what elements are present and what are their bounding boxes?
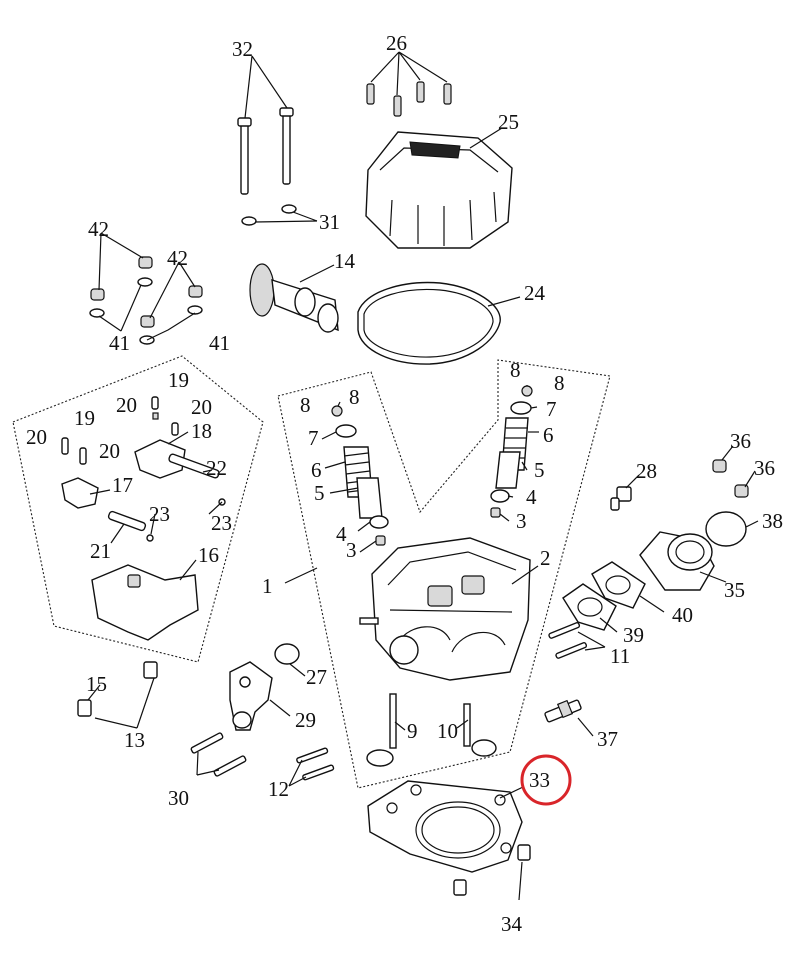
- label-36-bottom: 36: [754, 456, 775, 480]
- label-4-left: 4: [336, 522, 347, 546]
- label-13: 13: [124, 728, 145, 752]
- valves: [366, 693, 497, 767]
- label-24: 24: [524, 281, 546, 305]
- label-41-left: 41: [109, 331, 130, 355]
- label-36-top: 36: [730, 429, 751, 453]
- intake-gaskets: [562, 561, 646, 631]
- cylinder-head: [359, 537, 531, 681]
- label-30: 30: [168, 786, 189, 810]
- label-8-b: 8: [349, 385, 360, 409]
- valve-stack-right: [490, 385, 533, 518]
- label-28: 28: [636, 459, 657, 483]
- label-42-left: 42: [88, 217, 109, 241]
- label-14: 14: [334, 249, 356, 273]
- label-23-a: 23: [149, 502, 170, 526]
- label-16: 16: [198, 543, 219, 567]
- label-8-d: 8: [554, 371, 565, 395]
- rocker-arm-group-outline: [12, 355, 264, 663]
- thermostat-housing: [229, 661, 273, 731]
- part-labels: 32 26 25 31 14 24 42 42 41 41 19 20 20 1…: [26, 31, 783, 936]
- label-5-left: 5: [314, 481, 325, 505]
- label-3-left: 3: [346, 538, 357, 562]
- label-2: 2: [540, 546, 551, 570]
- label-29: 29: [295, 708, 316, 732]
- label-5-right: 5: [534, 458, 545, 482]
- rocker-arm-parts: [61, 396, 226, 641]
- label-39: 39: [623, 623, 644, 647]
- valve-group-outline: [277, 359, 611, 789]
- leader-lines: [87, 51, 759, 901]
- gasket-dowels: [453, 844, 531, 896]
- cylinder-head-gasket: [367, 780, 523, 873]
- intake-manifold: [639, 531, 715, 591]
- label-38: 38: [762, 509, 783, 533]
- cover-bolts: [366, 81, 452, 117]
- label-21: 21: [90, 539, 111, 563]
- label-20-b: 20: [191, 395, 212, 419]
- head-bolts: [237, 107, 294, 195]
- label-32: 32: [232, 37, 253, 61]
- label-17: 17: [112, 473, 133, 497]
- label-19-left: 19: [74, 406, 95, 430]
- label-8-a: 8: [300, 393, 311, 417]
- label-7-right: 7: [546, 397, 557, 421]
- label-25: 25: [498, 110, 519, 134]
- label-20-d: 20: [99, 439, 120, 463]
- label-27: 27: [306, 665, 327, 689]
- label-18: 18: [191, 419, 212, 443]
- label-31: 31: [319, 210, 340, 234]
- label-1: 1: [262, 574, 273, 598]
- label-41-right: 41: [209, 331, 230, 355]
- label-6-left: 6: [311, 458, 322, 482]
- label-34: 34: [501, 912, 523, 936]
- label-9: 9: [407, 719, 418, 743]
- label-8-c: 8: [510, 358, 521, 382]
- label-4-right: 4: [526, 485, 537, 509]
- label-35: 35: [724, 578, 745, 602]
- label-7-left: 7: [308, 426, 319, 450]
- label-12: 12: [268, 777, 289, 801]
- cover-gasket: [357, 281, 501, 365]
- flange-nuts: [712, 459, 749, 498]
- intake-clamp: [705, 511, 747, 547]
- label-19-top: 19: [168, 368, 189, 392]
- label-26: 26: [386, 31, 407, 55]
- valve-stack-left: [331, 405, 389, 546]
- spark-plug: [544, 699, 582, 723]
- temperature-sensor: [610, 486, 632, 511]
- washers: [241, 204, 297, 226]
- label-6-right: 6: [543, 423, 554, 447]
- cylinder-head-cover: [365, 131, 513, 249]
- dowel-pins: [77, 661, 158, 717]
- label-23-b: 23: [211, 511, 232, 535]
- label-20-c: 20: [26, 425, 47, 449]
- label-33: 33: [529, 768, 550, 792]
- label-42-right: 42: [167, 246, 188, 270]
- label-3-right: 3: [516, 509, 527, 533]
- studs-and-bolts: [190, 622, 588, 781]
- seal-ring: [274, 643, 300, 665]
- label-22: 22: [206, 456, 227, 480]
- label-37: 37: [597, 727, 618, 751]
- nuts-and-washers: [89, 256, 203, 345]
- camshaft: [249, 263, 339, 333]
- label-10: 10: [437, 719, 458, 743]
- label-15: 15: [86, 672, 107, 696]
- label-20-a: 20: [116, 393, 137, 417]
- label-11: 11: [610, 644, 630, 668]
- label-40: 40: [672, 603, 693, 627]
- highlight-circle: [520, 754, 572, 806]
